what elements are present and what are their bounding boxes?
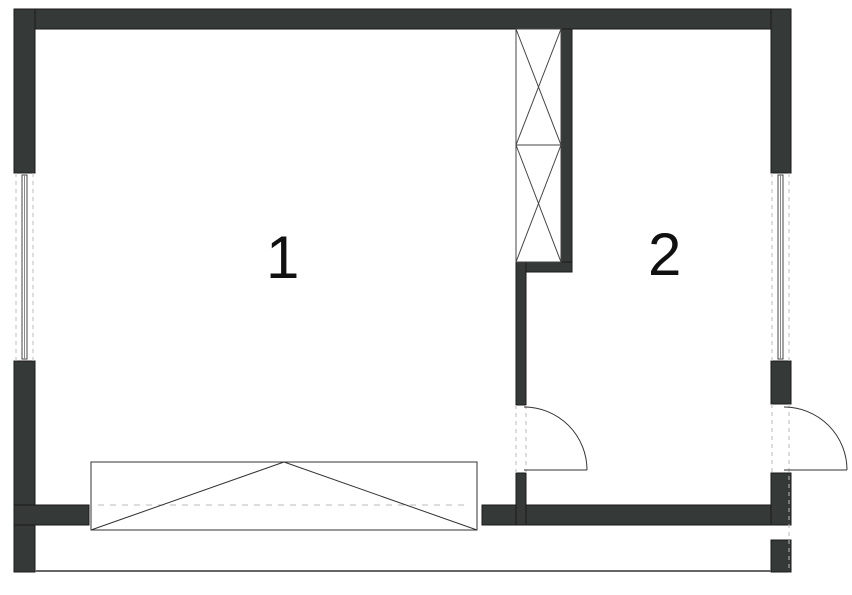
wall-top	[13, 8, 792, 30]
wall-bottom-right	[481, 504, 792, 526]
wall-right-lower	[770, 472, 792, 526]
wall-right-mid	[770, 360, 792, 405]
door-interior	[515, 405, 588, 473]
wall-left-lower	[13, 360, 36, 573]
room-2-label: 2	[648, 221, 682, 288]
wall-bottom-left-stub	[13, 504, 90, 526]
walls	[13, 8, 792, 573]
wall-right-pillar	[770, 539, 792, 573]
partition-upper	[560, 28, 573, 273]
window-left	[15, 173, 34, 361]
window-right	[771, 173, 790, 361]
sliding-door-bottom	[90, 461, 478, 531]
room-1-label: 1	[266, 224, 300, 291]
wall-right-upper	[770, 8, 792, 174]
partition-stub	[515, 472, 527, 526]
closet	[515, 28, 562, 263]
partition-lower	[515, 261, 527, 406]
door-exterior	[771, 404, 848, 573]
wall-left-upper	[13, 8, 36, 174]
